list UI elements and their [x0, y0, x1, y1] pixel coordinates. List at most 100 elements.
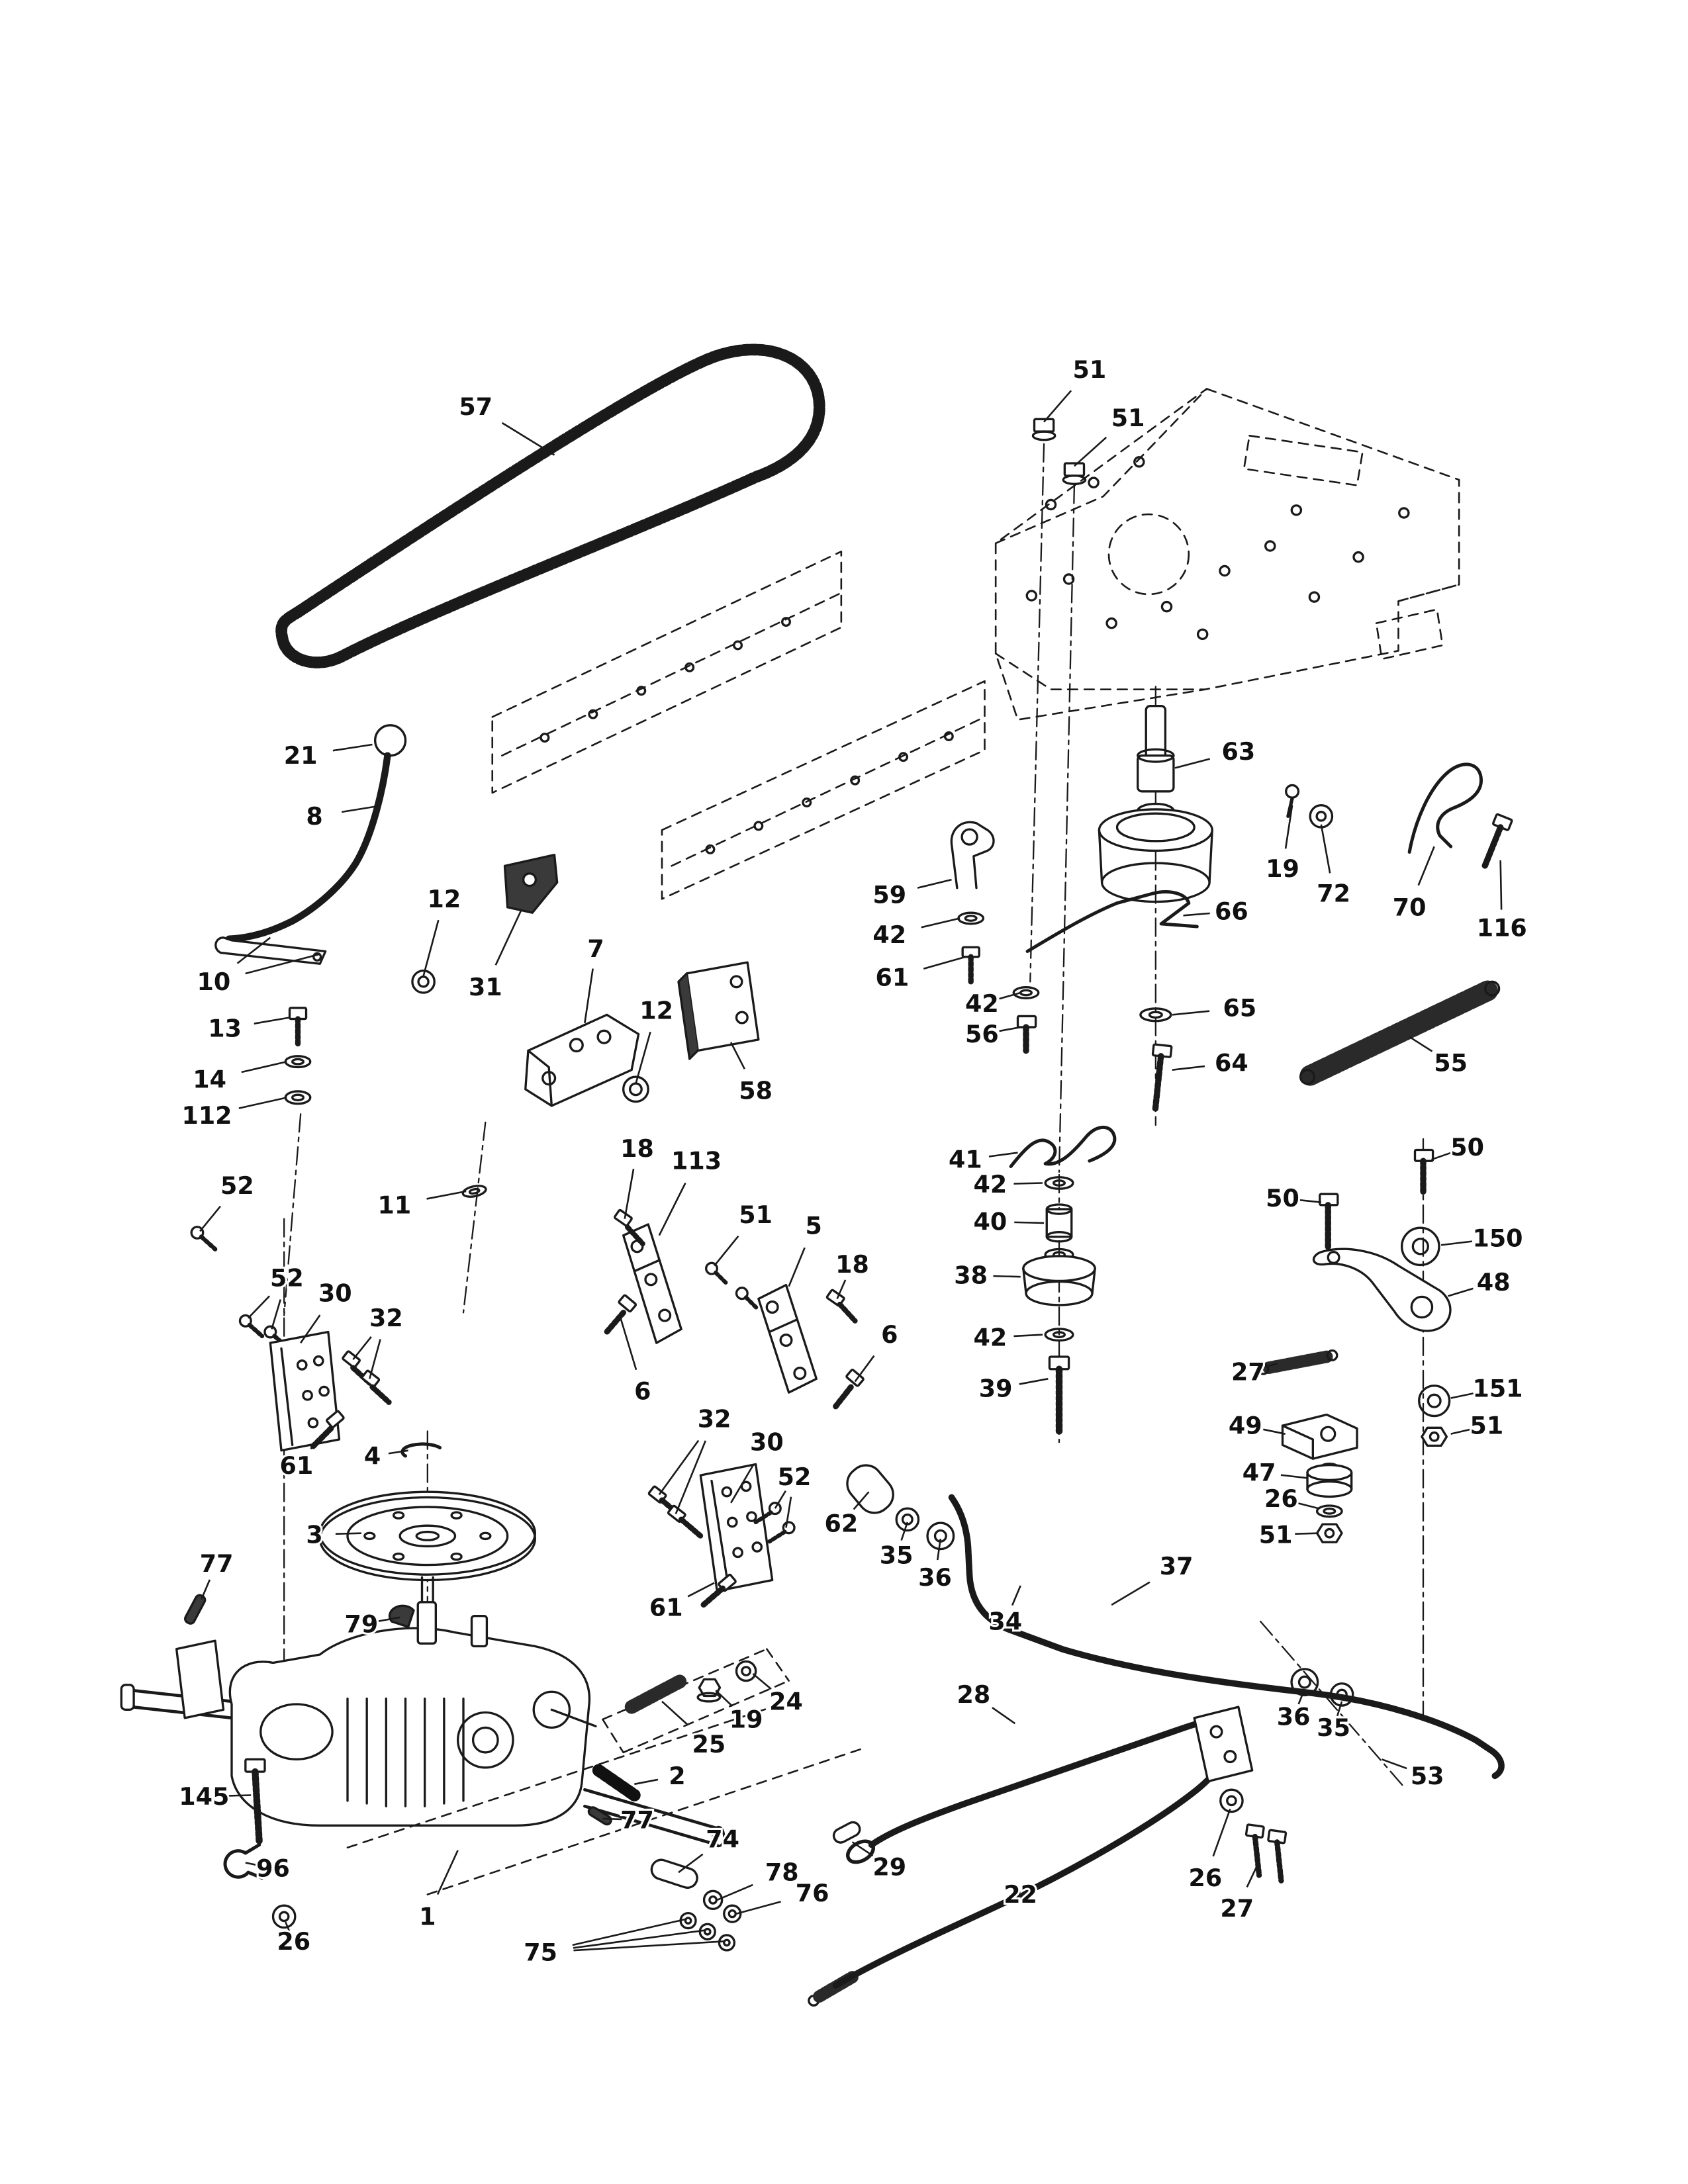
callout-32: 32 — [698, 1404, 731, 1433]
part-61-bolt-d — [700, 1573, 737, 1608]
part-7-bracket — [524, 1013, 640, 1107]
part-32-bolts-b — [647, 1485, 704, 1539]
part-51-nut-a — [1315, 1523, 1343, 1543]
part-13-14-112-hardware — [284, 1007, 312, 1105]
callout-26: 26 — [277, 1927, 310, 1956]
callout-52: 52 — [270, 1264, 304, 1293]
callout-150: 150 — [1472, 1224, 1523, 1252]
leader-line-56 — [999, 1026, 1021, 1032]
leader-line-61 — [687, 1582, 715, 1598]
part-58-bracket — [677, 961, 760, 1060]
callout-55: 55 — [1434, 1049, 1468, 1077]
callout-63: 63 — [1221, 737, 1255, 766]
callout-27: 27 — [1220, 1894, 1254, 1923]
leader-line-26 — [1212, 1808, 1231, 1857]
leader-line-74 — [678, 1853, 704, 1874]
leader-line-13 — [254, 1017, 290, 1024]
callout-32: 32 — [369, 1304, 403, 1332]
part-50-bolt-a — [1413, 1148, 1434, 1197]
leader-line-36 — [1297, 1688, 1306, 1705]
leader-line-58 — [730, 1042, 745, 1069]
callout-57: 57 — [459, 392, 492, 421]
leader-line-5 — [788, 1247, 806, 1287]
part-55-spring — [1299, 979, 1501, 1086]
leader-line-66 — [1183, 912, 1210, 917]
callout-19: 19 — [1266, 854, 1299, 883]
callout-41: 41 — [949, 1146, 982, 1174]
leader-line-63 — [1174, 758, 1211, 769]
callout-26: 26 — [1264, 1484, 1298, 1513]
part-77-pin-b — [587, 1806, 612, 1826]
leader-line-12 — [422, 919, 440, 977]
callout-8: 8 — [306, 802, 322, 831]
leader-line-64 — [1172, 1065, 1205, 1071]
callout-70: 70 — [1393, 893, 1427, 921]
leader-line-78 — [716, 1884, 753, 1901]
callout-29: 29 — [872, 1852, 906, 1881]
callout-48: 48 — [1477, 1268, 1511, 1297]
part-39-bolt — [1048, 1355, 1070, 1435]
callout-11: 11 — [377, 1191, 411, 1219]
leader-line-32 — [352, 1336, 372, 1360]
leader-line-10 — [236, 936, 271, 964]
part-51-screws-straps — [705, 1261, 759, 1311]
callout-77: 77 — [200, 1549, 234, 1578]
callout-78: 78 — [765, 1858, 799, 1887]
part-151-washer — [1418, 1385, 1451, 1418]
leader-line-27 — [1246, 1860, 1260, 1888]
part-63-idler-pulley — [1098, 705, 1213, 903]
callout-22: 22 — [1004, 1880, 1037, 1909]
leader-line-79 — [378, 1616, 400, 1622]
part-72-washer — [1309, 804, 1334, 829]
leader-line-151 — [1450, 1392, 1477, 1399]
part-35-washer-b — [1329, 1682, 1354, 1707]
part-37-34-rod — [948, 1494, 1505, 1780]
leader-line-18 — [836, 1279, 847, 1300]
part-57-drive-belt — [275, 343, 825, 668]
part-65-washer — [1139, 1007, 1172, 1023]
callout-4: 4 — [364, 1442, 381, 1471]
leader-line-49 — [1263, 1428, 1286, 1435]
leader-line-6 — [854, 1355, 875, 1383]
leader-line-52 — [199, 1205, 221, 1232]
callout-18: 18 — [835, 1250, 869, 1279]
leader-line-36 — [936, 1538, 942, 1561]
callout-66: 66 — [1215, 897, 1248, 926]
leader-line-112 — [238, 1097, 287, 1109]
leader-line-150 — [1440, 1240, 1473, 1246]
leader-line-52 — [271, 1299, 281, 1330]
leader-line-52 — [774, 1490, 786, 1509]
leader-line-62 — [853, 1491, 870, 1510]
leader-line-42 — [1013, 1334, 1043, 1338]
callout-37: 37 — [1160, 1552, 1194, 1580]
leader-line-35 — [1336, 1701, 1343, 1717]
part-36-washer-b — [1290, 1668, 1319, 1697]
part-42-washer-b — [1012, 986, 1040, 999]
callout-36: 36 — [1277, 1702, 1311, 1731]
leader-line-29 — [851, 1841, 874, 1857]
leader-line-1 — [436, 1850, 459, 1895]
chassis-frame — [491, 388, 1460, 900]
part-40-spacer — [1045, 1203, 1073, 1243]
leader-line-75 — [573, 1929, 705, 1949]
leader-line-38 — [993, 1275, 1021, 1278]
callout-6: 6 — [881, 1320, 898, 1349]
callout-35: 35 — [880, 1541, 914, 1570]
leader-line-42 — [921, 917, 961, 929]
leader-line-21 — [332, 743, 373, 752]
leader-line-28 — [992, 1707, 1016, 1725]
leader-line-42 — [1013, 1182, 1043, 1185]
leader-line-35 — [900, 1522, 909, 1541]
leader-line-7 — [584, 968, 594, 1024]
leader-line-61 — [310, 1428, 329, 1450]
callout-96: 96 — [256, 1854, 290, 1882]
leader-line-40 — [1014, 1221, 1045, 1224]
part-150-washer — [1401, 1226, 1440, 1267]
part-42-washer-c — [1044, 1176, 1074, 1190]
part-51-bolt-top-a — [1031, 418, 1056, 441]
leader-line-72 — [1320, 824, 1331, 874]
callout-49: 49 — [1229, 1412, 1262, 1440]
callout-31: 31 — [469, 973, 502, 1001]
part-113-strap — [622, 1223, 682, 1344]
